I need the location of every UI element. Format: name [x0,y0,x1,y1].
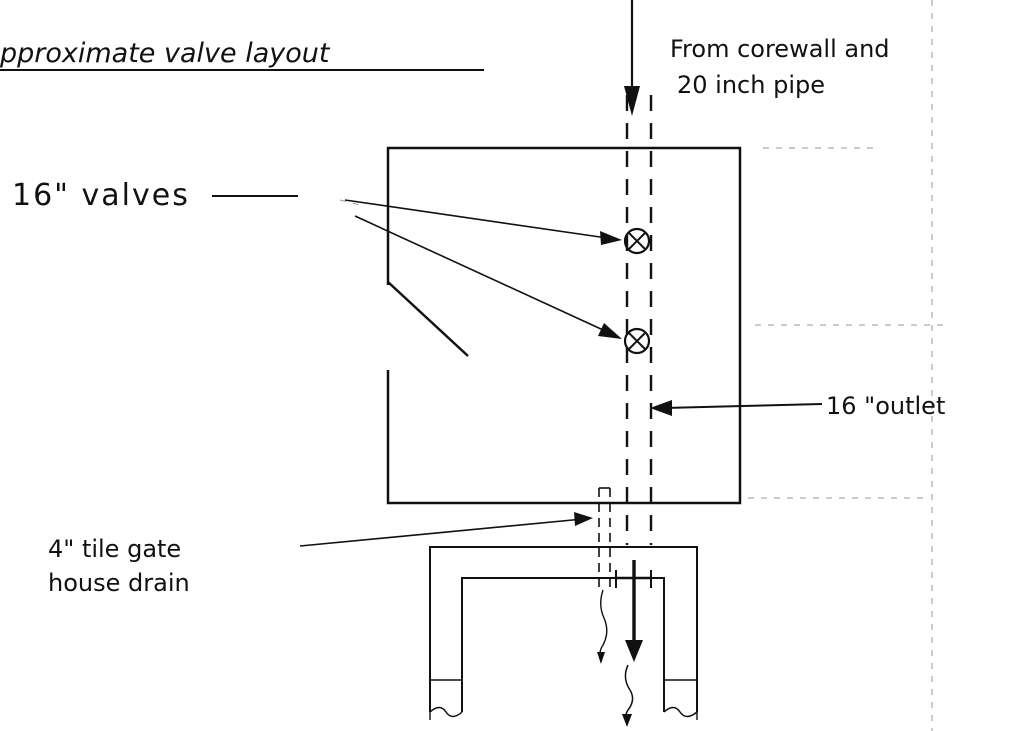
valves-leader-lower [354,215,622,339]
pipe-centerline [625,95,653,545]
guide-lines [339,0,945,731]
discharge-pipe [615,560,652,727]
inlet-arrow [624,0,640,116]
valve-lower [623,327,651,355]
outlet-label: 16 "outlet [826,392,945,420]
valves-leader-upper [344,199,622,245]
valve-upper [623,227,651,255]
drain-leader [299,512,593,547]
drain-label-line2: house drain [48,569,190,597]
valves-label: 16" valves [12,178,190,213]
outlet-structure [429,546,698,720]
inlet-label-line2: 20 inch pipe [677,71,825,99]
outlet-leader [650,400,823,416]
drain-pipe [597,487,611,664]
opening-diagonal [387,281,469,357]
drain-label-line1: 4" tile gate [48,535,181,563]
sketch-title: pproximate valve layout [0,38,331,69]
inlet-label-line1: From corewall and [670,35,890,63]
gate-house-outline [386,146,742,505]
